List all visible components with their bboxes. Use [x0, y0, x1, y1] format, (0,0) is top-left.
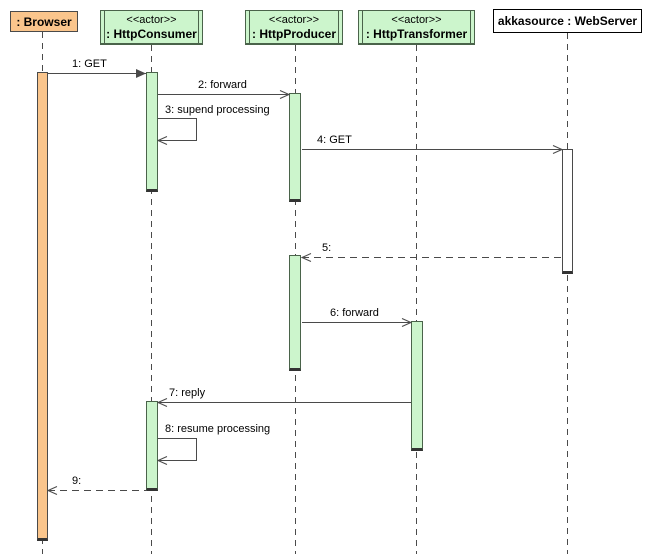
participant-httpconsumer-name: : HttpConsumer: [106, 26, 197, 41]
participant-httpconsumer-stereotype: <<actor>>: [126, 13, 177, 26]
participant-httpproducer-name: : HttpProducer: [252, 26, 336, 41]
message-7-arrowhead-icon: [157, 398, 168, 407]
participant-httpproducer-box: <<actor>> : HttpProducer: [245, 10, 343, 45]
message-2-line: [158, 94, 289, 95]
message-9-line: [48, 490, 147, 491]
participant-browser-name: : Browser: [16, 14, 72, 29]
activation-httpconsumer-2: [146, 401, 158, 491]
message-2-label: 2: forward: [198, 79, 247, 91]
participant-browser-box: : Browser: [10, 11, 78, 32]
message-4-line: [302, 149, 562, 150]
participant-httptransformer-box: <<actor>> : HttpTransformer: [358, 10, 475, 45]
message-3-arrowhead-icon: [157, 136, 168, 145]
message-4-label: 4: GET: [317, 134, 352, 146]
message-4-arrowhead-icon: [552, 145, 563, 154]
lifeline-httptransformer: [416, 45, 417, 554]
lifeline-webserver: [567, 33, 568, 554]
message-3-label: 3: supend processing: [165, 104, 270, 116]
activation-browser: [37, 72, 48, 541]
participant-httpconsumer-box: <<actor>> : HttpConsumer: [100, 10, 203, 45]
message-1-line: [48, 73, 146, 74]
message-8-arrowhead-icon: [157, 456, 168, 465]
activation-httptransformer: [411, 321, 423, 451]
participant-httptransformer-name: : HttpTransformer: [365, 26, 468, 41]
participant-webserver-name: akkasource : WebServer: [497, 14, 638, 28]
message-9-arrowhead-icon: [47, 486, 58, 495]
message-5-arrowhead-icon: [301, 253, 312, 262]
message-2-arrowhead-icon: [279, 90, 290, 99]
message-7-label: 7: reply: [169, 387, 206, 399]
activation-httpproducer-1: [289, 93, 301, 202]
participant-httptransformer-stereotype: <<actor>>: [391, 13, 442, 26]
message-6-arrowhead-icon: [401, 318, 412, 327]
message-6-label: 6: forward: [330, 307, 379, 319]
message-5-label: 5:: [322, 242, 332, 254]
participant-webserver-box: akkasource : WebServer: [493, 9, 642, 33]
message-8-self-loop: [158, 438, 197, 461]
activation-httpconsumer-1: [146, 72, 158, 192]
activation-webserver: [562, 149, 573, 274]
message-1-arrowhead-icon: [136, 69, 146, 78]
message-1-label: 1: GET: [72, 58, 107, 70]
message-3-self-loop: [158, 118, 197, 141]
lifeline-httpconsumer: [151, 45, 152, 554]
participant-httpproducer-stereotype: <<actor>>: [268, 13, 320, 26]
message-8-label: 8: resume processing: [165, 423, 271, 435]
message-5-line: [302, 257, 562, 258]
activation-httpproducer-2: [289, 255, 301, 371]
message-9-label: 9:: [72, 475, 82, 487]
message-6-line: [302, 322, 411, 323]
message-7-line: [158, 402, 411, 403]
